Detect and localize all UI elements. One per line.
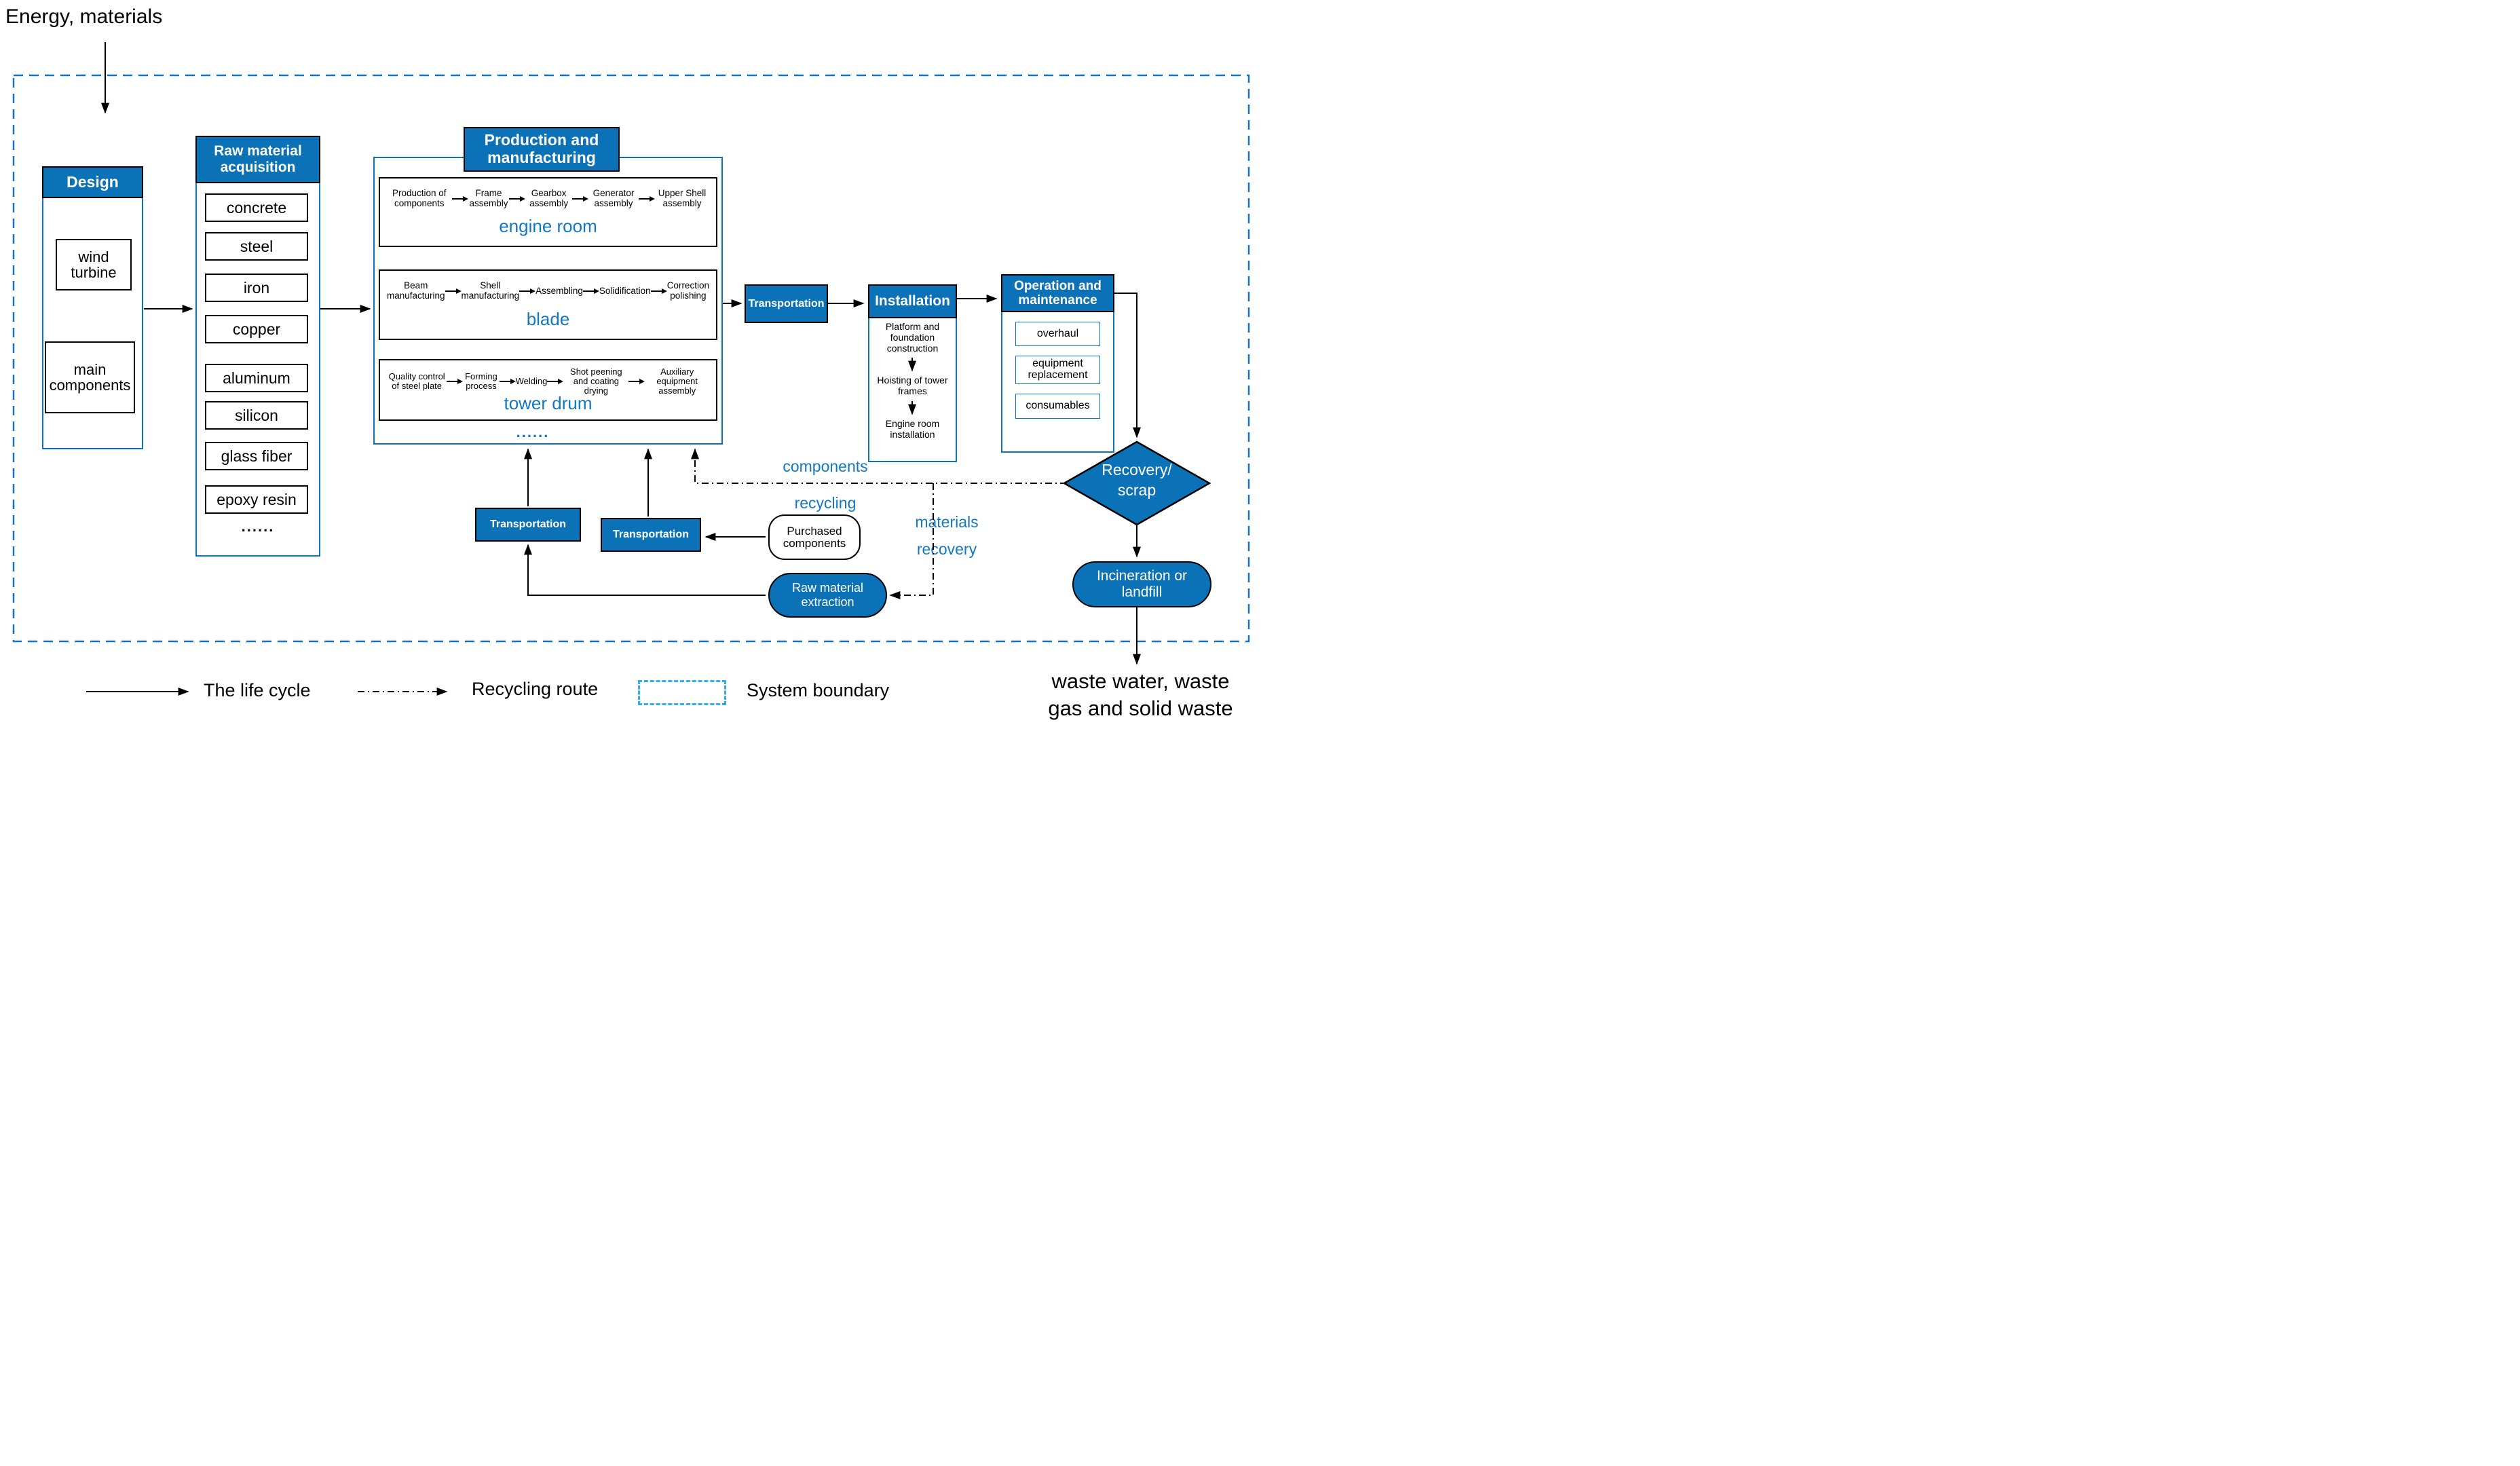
arrow-right-icon <box>571 195 588 202</box>
process-step: Production of components <box>392 187 447 208</box>
incineration-landfill-box: Incineration or landfill <box>1072 561 1211 607</box>
process-step: Upper Shell assembly <box>658 187 707 208</box>
process-step: Auxiliary equipment assembly <box>656 366 698 396</box>
raw-ellipsis: ...... <box>241 518 275 535</box>
legend-lifecycle-label: The life cycle <box>204 680 311 700</box>
arrow-right-icon <box>445 288 462 294</box>
route-materials-recovery <box>889 483 934 599</box>
arrow-right-icon <box>519 288 536 294</box>
arrow-right-icon <box>451 195 468 202</box>
blade-label: blade <box>526 308 570 329</box>
engine-room-steps: Production of components Frame assembly … <box>380 186 716 209</box>
process-step: Quality control of steel plate <box>388 371 445 392</box>
legend-boundary-label: System boundary <box>747 680 890 700</box>
installation-step: Platform and foundation construction <box>885 321 940 354</box>
transportation-box-3: Transportation <box>601 518 701 552</box>
material-item: aluminum <box>205 364 308 392</box>
transportation-box-2: Transportation <box>475 508 581 542</box>
transportation-box-1: Transportation <box>745 284 828 323</box>
process-step: Solidification <box>599 285 651 296</box>
material-item: silicon <box>205 401 308 430</box>
engine-room-label: engine room <box>499 216 597 237</box>
material-item: epoxy resin <box>205 485 308 514</box>
arrow-right-icon <box>628 379 645 385</box>
engine-room-row: Production of components Frame assembly … <box>379 177 717 247</box>
energy-materials-label: Energy, materials <box>5 5 163 28</box>
tower-drum-steps: Quality control of steel plate Forming p… <box>380 364 716 396</box>
components-recycling-label-line1: components <box>783 457 868 475</box>
process-step: Assembling <box>535 285 583 296</box>
tower-drum-label: tower drum <box>504 393 593 414</box>
maintenance-header: Operation and maintenance <box>1001 274 1114 312</box>
process-step: Generator assembly <box>593 187 635 208</box>
recovery-scrap-label: Recovery/ scrap <box>1102 461 1172 499</box>
arrow-right-icon <box>499 379 516 385</box>
material-item: steel <box>205 232 308 261</box>
materials-recovery-label-line2: recovery <box>916 540 977 558</box>
raw-material-header: Raw material acquisition <box>195 136 320 183</box>
arrow-right-icon <box>639 195 655 202</box>
materials-recovery-label-line1: materials <box>915 513 979 531</box>
blade-steps: Beam manufacturing Shell manufacturing A… <box>380 278 716 301</box>
material-item: copper <box>205 315 308 343</box>
production-header: Production and manufacturing <box>464 127 620 172</box>
design-header: Design <box>42 166 143 198</box>
lca-diagram: Energy, materials Design wind turbine ma… <box>0 0 1260 733</box>
maintenance-item: overhaul <box>1015 322 1100 346</box>
process-step: Forming process <box>465 371 497 392</box>
arrow-right-icon <box>650 288 667 294</box>
legend-recycling-label: Recycling route <box>472 679 599 699</box>
main-components-box: main components <box>45 341 135 413</box>
process-step: Welding <box>515 376 548 386</box>
process-step: Gearbox assembly <box>529 187 569 208</box>
process-step: Correction polishing <box>666 280 709 301</box>
maintenance-item: equipment replacement <box>1015 356 1100 384</box>
arrow-right-icon <box>447 379 464 385</box>
process-step: Beam manufacturing <box>387 280 445 301</box>
purchased-components-box: Purchased components <box>768 514 861 560</box>
components-recycling-label-line2: recycling <box>794 494 857 512</box>
arrow-maintenance-to-recovery <box>1114 293 1141 438</box>
waste-output-label: waste water, waste gas and solid waste <box>1048 669 1233 720</box>
process-step: Shot peening and coating drying <box>570 366 622 396</box>
production-ellipsis: ...... <box>516 424 550 440</box>
process-step: Frame assembly <box>469 187 508 208</box>
legend-boundary-swatch <box>638 680 726 705</box>
installation-step: Engine room installation <box>885 418 940 440</box>
arrow-extraction-to-transport2 <box>524 544 766 596</box>
maintenance-item: consumables <box>1015 394 1100 419</box>
material-item: concrete <box>205 193 308 222</box>
installation-header: Installation <box>868 284 957 318</box>
arrow-right-icon <box>547 379 564 385</box>
process-step: Shell manufacturing <box>461 280 520 301</box>
arrow-right-icon <box>582 288 599 294</box>
tower-drum-row: Quality control of steel plate Forming p… <box>379 359 717 421</box>
raw-material-extraction-box: Raw material extraction <box>768 573 887 618</box>
installation-step: Hoisting of tower frames <box>877 375 948 397</box>
arrow-right-icon <box>509 195 526 202</box>
material-item: iron <box>205 274 308 302</box>
material-item: glass fiber <box>205 442 308 470</box>
blade-row: Beam manufacturing Shell manufacturing A… <box>379 269 717 340</box>
wind-turbine-box: wind turbine <box>56 239 132 290</box>
